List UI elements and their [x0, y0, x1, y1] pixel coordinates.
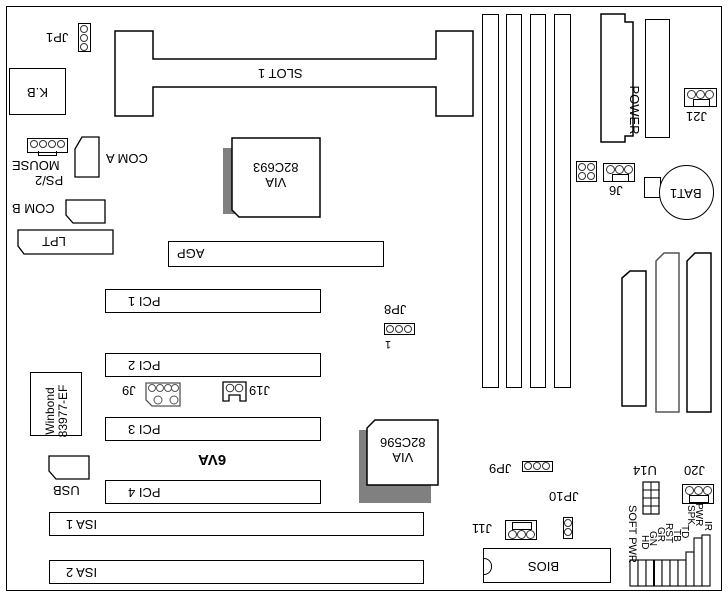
board-outline [6, 6, 722, 591]
jumper-jp9 [522, 461, 553, 472]
jumper-jp1 [78, 23, 91, 52]
pin-icon [80, 43, 88, 51]
pci-slot-1: PCI 1 [105, 289, 321, 313]
pin-icon [404, 325, 412, 333]
pin-icon [685, 486, 694, 495]
panel-label-pwr: PWR [693, 503, 704, 527]
panel-pin-labels-right: SPK PWR IR [680, 503, 720, 545]
pin-icon [80, 34, 88, 42]
connector-j20 [682, 484, 714, 504]
pin-icon [533, 462, 541, 470]
jumper-jp8 [384, 323, 415, 335]
jumper-2x2 [576, 161, 597, 182]
connector-j21 [684, 88, 717, 107]
pin-icon [508, 530, 517, 539]
dimm-slot-2 [506, 14, 522, 388]
pin-icon [687, 90, 696, 99]
pin-icon [615, 165, 624, 174]
pin-icon [578, 172, 586, 180]
ide-connector-3 [686, 252, 712, 413]
pin-icon [395, 325, 403, 333]
battery-bat1: BAT1 [659, 165, 714, 220]
pin-icon [705, 90, 714, 99]
pin-icon [694, 486, 703, 495]
ide-connector-2 [655, 252, 680, 413]
pin-icon [30, 140, 38, 148]
dimm-slot-4 [554, 14, 571, 388]
pin-icon [564, 519, 572, 527]
panel-label-ir: IR [702, 521, 713, 531]
pin-icon [517, 530, 526, 539]
pin-icon [606, 165, 615, 174]
ide-connector-1 [621, 270, 647, 407]
pin-icon [39, 140, 47, 148]
pin-icon [624, 165, 633, 174]
pin-icon [48, 140, 56, 148]
bios-chip: BIOS [483, 548, 611, 583]
agp-slot: AGP [168, 241, 384, 267]
dimm-slot-3 [530, 14, 546, 388]
connector-j6 [603, 163, 635, 182]
pin-icon [542, 462, 550, 470]
pin-icon [587, 163, 595, 171]
pin-icon [386, 325, 394, 333]
ps2-mouse-connector [27, 138, 68, 153]
connector-j11 [505, 520, 537, 540]
pin-icon [57, 140, 65, 148]
pci-slot-4: PCI 4 [105, 480, 321, 504]
pin-icon [524, 462, 532, 470]
pci-slot-3: PCI 3 [105, 417, 321, 441]
pci-slot-2: PCI 2 [105, 353, 321, 377]
pin-icon [564, 528, 572, 536]
pin-icon [80, 25, 88, 33]
jumper-jp10 [563, 517, 573, 539]
isa-slot-2: ISA 2 [49, 560, 424, 584]
isa-slot-1: ISA 1 [49, 512, 424, 536]
pin-icon [526, 530, 535, 539]
dimm-slot-1 [482, 14, 499, 388]
floppy-connector [645, 19, 670, 138]
pin-icon [703, 486, 712, 495]
pin-icon [578, 163, 586, 171]
pin-icon [696, 90, 705, 99]
pin-icon [587, 172, 595, 180]
keyboard-connector: K.B [9, 68, 66, 115]
super-io-chip: Winbond 83977-EF [30, 372, 82, 437]
ps2-key [38, 151, 57, 156]
